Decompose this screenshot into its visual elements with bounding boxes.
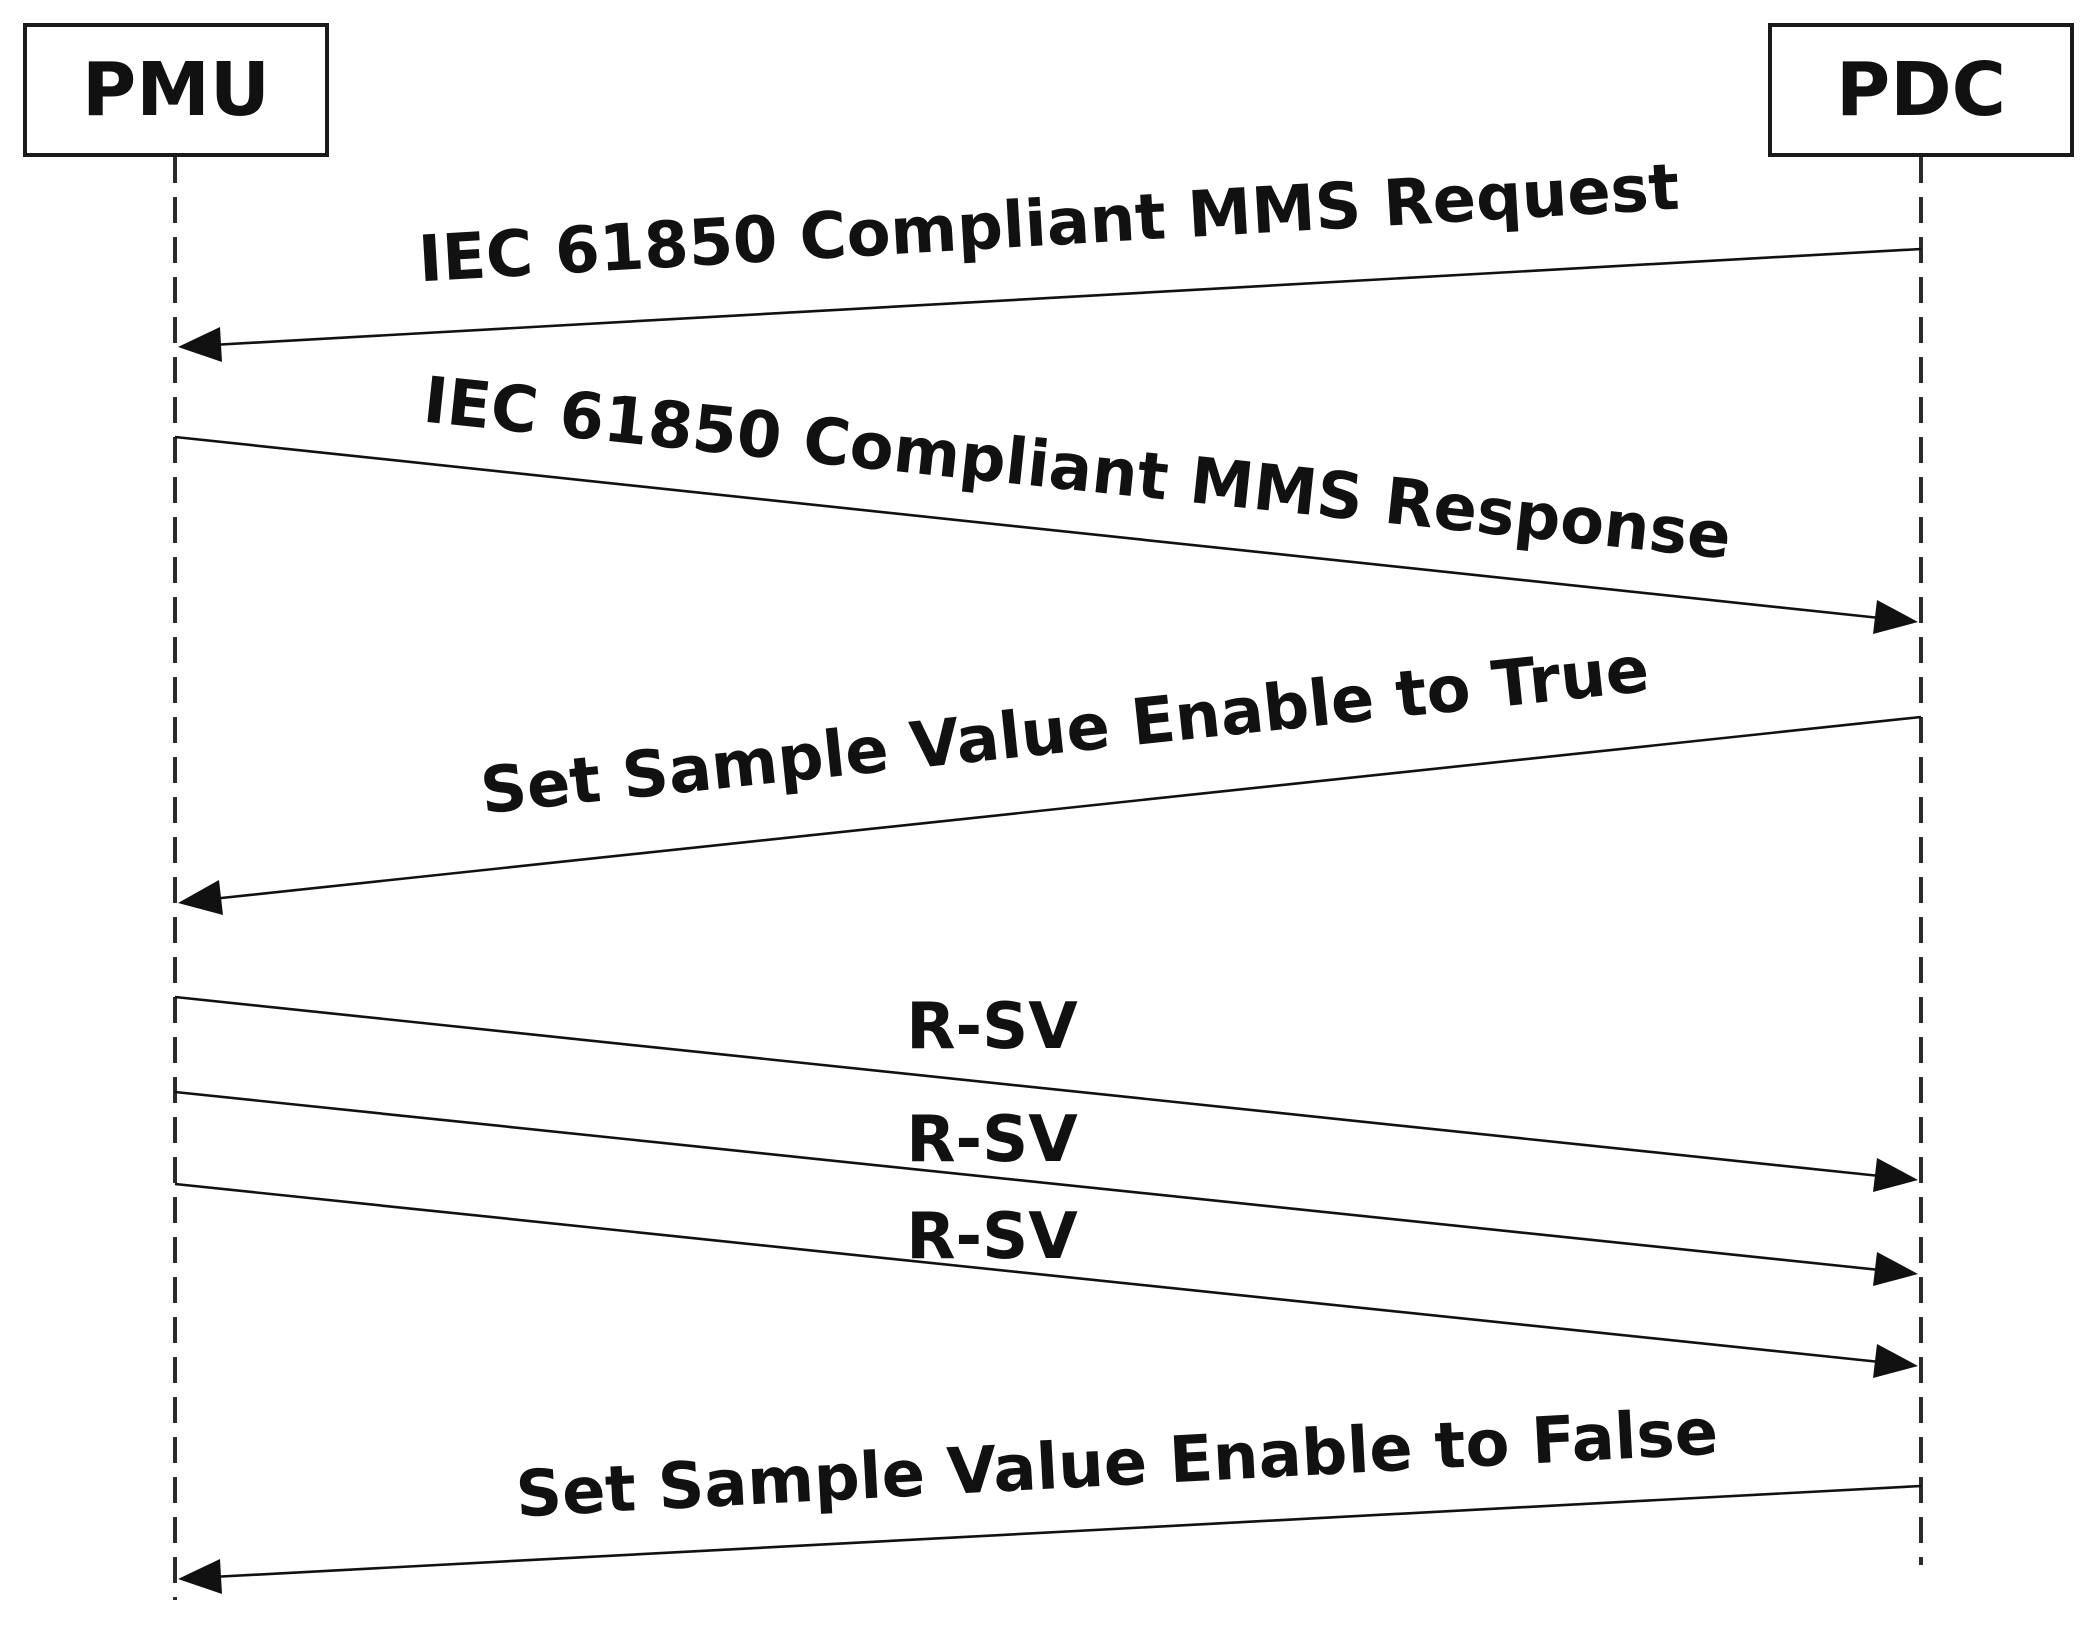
message-mms-request: IEC 61850 Compliant MMS Request: [178, 151, 1922, 362]
message-label: Set Sample Value Enable to True: [477, 633, 1652, 829]
message-arrow-line: [174, 1090, 1881, 1272]
participant-pdc: PDC: [1768, 23, 2074, 157]
participant-box: [23, 23, 329, 157]
arrowhead-right: [1873, 1344, 1918, 1378]
participant-box: [1768, 23, 2074, 157]
message-arrow-line: [211, 1484, 1922, 1579]
arrowhead-right: [1873, 600, 1918, 634]
arrowhead-right: [1873, 1252, 1918, 1286]
message-r-sv-1: R-SV: [174, 990, 1918, 1192]
message-arrow-line: [174, 1182, 1881, 1364]
arrowhead-left: [178, 880, 223, 915]
message-label: R-SV: [906, 1103, 1078, 1177]
message-label: IEC 61850 Compliant MMS Response: [420, 364, 1735, 575]
message-label: R-SV: [906, 990, 1078, 1064]
arrowhead-left: [178, 327, 222, 362]
message-label: R-SV: [906, 1200, 1078, 1274]
message-arrow-line: [211, 247, 1922, 347]
message-label: IEC 61850 Compliant MMS Request: [416, 151, 1681, 298]
message-sv-enable-true: Set Sample Value Enable to True: [178, 633, 1922, 915]
participant-pmu: PMU: [23, 23, 329, 157]
message-r-sv-3: R-SV: [174, 1182, 1918, 1378]
message-label: Set Sample Value Enable to False: [514, 1396, 1720, 1533]
message-arrow-line: [174, 995, 1881, 1178]
message-sv-enable-false: Set Sample Value Enable to False: [178, 1396, 1922, 1594]
arrowhead-left: [178, 1559, 222, 1594]
participant-label: PDC: [1836, 47, 2006, 133]
participant-label: PMU: [82, 47, 270, 133]
arrowhead-right: [1873, 1158, 1918, 1192]
message-mms-response: IEC 61850 Compliant MMS Response: [174, 364, 1918, 634]
message-arrow-line: [211, 715, 1922, 901]
message-arrow-line: [174, 435, 1881, 620]
message-r-sv-2: R-SV: [174, 1090, 1918, 1286]
